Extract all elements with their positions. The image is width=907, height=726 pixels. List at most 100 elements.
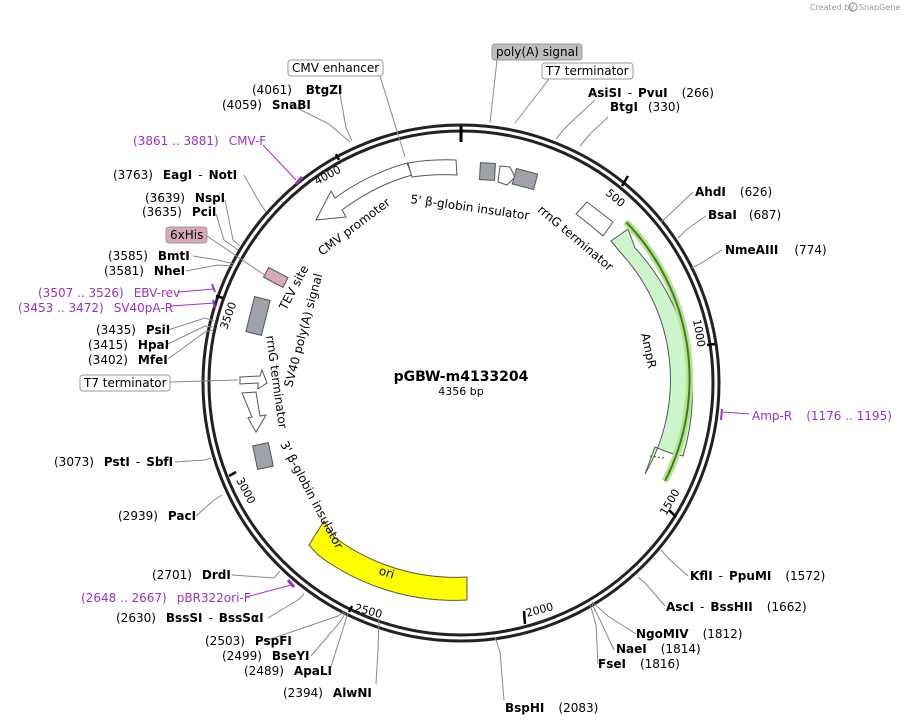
tick-4000 <box>334 153 341 161</box>
rrng-terminator-1-arrow[interactable] <box>575 201 614 237</box>
enzyme-labels: (4061) BtgZI (4059)SnaBI (3763)EagI-NotI… <box>54 83 827 715</box>
enzyme-btgzi[interactable]: (4061) BtgZI <box>252 83 342 97</box>
primer-pbr322ori-f-leader <box>245 584 292 598</box>
leader-mfei <box>167 329 214 360</box>
leader-ahdi <box>660 191 694 223</box>
t7-terminator-left-label-box[interactable] <box>79 374 171 392</box>
enzyme-apali[interactable]: (2489)ApaLI <box>244 664 332 678</box>
primer-pbr322ori-f[interactable]: (2648 .. 2667)pBR322ori-F <box>81 591 251 605</box>
snapgene-logo-icon <box>848 2 858 12</box>
boxed-labels: poly(A) signal T7 terminator CMV enhance… <box>79 43 634 392</box>
leader-btgi <box>579 116 609 147</box>
beta-globin-3-box[interactable] <box>252 442 274 470</box>
enzyme-nmeaiii[interactable]: NmeAIII(774) <box>725 243 827 257</box>
primer-cmv-f-leader <box>262 144 297 181</box>
plasmid-length: 4356 bp <box>438 385 483 398</box>
primer-amp-r-mark <box>720 408 723 421</box>
primer-ebv-rev-leader <box>178 288 215 293</box>
leader-asisi <box>555 99 596 140</box>
ori-arrow[interactable] <box>308 520 468 601</box>
leader-bsssi <box>267 593 305 619</box>
sv40-polya-box[interactable] <box>245 295 271 337</box>
tick-label-4000: 4000 <box>312 163 343 188</box>
enzyme-naei[interactable]: NaeI(1814) <box>616 642 701 656</box>
cmv-enhancer-label-box[interactable] <box>287 59 384 77</box>
cmv-enhancer-label: CMV enhancer <box>292 61 379 75</box>
enzyme-ngomiv[interactable]: NgoMIV(1812) <box>636 627 742 641</box>
enzyme-ahdi[interactable]: AhdI(626) <box>695 185 772 199</box>
enzyme-bseyi[interactable]: (2499)BseYI <box>222 649 310 663</box>
cmv-enhancer-leader <box>379 75 406 158</box>
primer-ebv-rev-mark <box>211 283 216 293</box>
enzyme-bsssi[interactable]: (2630)BssSI-BssSαI <box>116 611 264 625</box>
leader-bsai <box>677 215 707 239</box>
cmv-promoter-arrow[interactable] <box>315 162 413 221</box>
beta-globin-3-label: 3' β-globin insulator <box>277 439 346 551</box>
enzyme-asisi-pvui[interactable]: AsiSI-PvuI(266) <box>588 86 714 100</box>
enzyme-snabi[interactable]: (4059)SnaBI <box>222 98 311 112</box>
enzyme-bsphi[interactable]: BspHI(2083) <box>505 701 598 715</box>
rrng-terminator-1-label: rrnG terminator <box>535 203 616 274</box>
primer-ebv-rev[interactable]: (3507 .. 3526)EBV-rev <box>38 286 180 300</box>
enzyme-psti-sbfi[interactable]: (3073)PstI-SbfI <box>54 455 173 469</box>
polya-signal-label-box[interactable] <box>491 43 583 61</box>
leader-paci <box>195 494 223 517</box>
backbone <box>201 123 721 643</box>
leader-fsei <box>589 603 599 665</box>
leader-apali <box>329 612 349 671</box>
enzyme-paci[interactable]: (2939)PacI <box>118 509 196 523</box>
tick-1500 <box>668 509 677 518</box>
enzyme-hpai[interactable]: (3415)HpaI <box>88 338 169 352</box>
leader-snabi <box>288 103 351 143</box>
enzyme-mfei[interactable]: (3402)MfeI <box>88 353 168 367</box>
enzyme-leaders <box>167 93 723 701</box>
tev-site-box[interactable] <box>262 266 289 289</box>
6xhis-label: 6xHis <box>170 228 203 242</box>
leader-alwni <box>375 619 380 685</box>
enzyme-bsai[interactable]: BsaI(687) <box>708 208 781 222</box>
tick-500 <box>620 175 630 187</box>
enzyme-bmti[interactable]: (3585)BmtI <box>108 249 190 263</box>
primer-sv40pa-r[interactable]: (3453 .. 3472)SV40pA-R <box>18 301 173 315</box>
primer-amp-r[interactable]: Amp-R(1176 .. 1195) <box>752 409 892 423</box>
tick-2500 <box>347 605 354 613</box>
polya-signal-box[interactable] <box>479 162 496 181</box>
tick-3500 <box>215 294 224 300</box>
leader-hpai <box>167 325 214 345</box>
tick-1000 <box>706 342 716 347</box>
primers: (3861 .. 3881)CMV-F (3507 .. 3526)EBV-re… <box>18 134 892 605</box>
enzyme-psii[interactable]: (3435)PsiI <box>96 323 170 337</box>
primer-amp-r-leader <box>722 411 750 415</box>
t7-terminator-top-label: T7 terminator <box>545 64 629 78</box>
enzyme-fsei[interactable]: FseI(1816) <box>598 657 680 671</box>
enzyme-nhei[interactable]: (3581)NheI <box>104 264 185 278</box>
watermark-prefix: Created by <box>810 3 854 12</box>
6xhis-leader <box>206 235 267 277</box>
tick-3000 <box>228 470 237 478</box>
primer-cmv-f[interactable]: (3861 .. 3881)CMV-F <box>133 134 266 148</box>
rrng-terminator-2-arrow[interactable] <box>239 368 268 390</box>
t7-terminator-top-box[interactable] <box>511 167 539 191</box>
beta-globin-3-arrow[interactable] <box>241 391 267 433</box>
enzyme-eagi-noti[interactable]: (3763)EagI-NotI <box>113 168 237 182</box>
ampr-label: AmpR <box>638 332 659 370</box>
enzyme-btgi[interactable]: BtgI(330) <box>610 100 680 114</box>
primer-pbr322ori-f-mark <box>286 579 296 588</box>
leader-eagi <box>243 174 267 213</box>
primer-sv40pa-r-leader <box>170 302 216 307</box>
polya-signal-leader <box>489 59 498 124</box>
leader-drdi <box>231 570 281 579</box>
ampr-arrow[interactable] <box>610 228 693 475</box>
enzyme-drdi[interactable]: (2701)DrdI <box>152 568 231 582</box>
enzyme-asci-bsshii[interactable]: AscI-BssHII(1662) <box>666 600 807 614</box>
t7-terminator-top-arrow[interactable] <box>497 165 516 186</box>
enzyme-nspi[interactable]: (3639)NspI <box>145 191 225 205</box>
enzyme-kfli-ppumi[interactable]: KflI-PpuMI(1572) <box>690 569 825 583</box>
backbone-outer-ring <box>201 123 721 643</box>
6xhis-label-box[interactable] <box>165 226 208 244</box>
enzyme-alwni[interactable]: (2394)AlwNI <box>283 686 372 700</box>
beta-globin-5-arrow[interactable] <box>407 159 458 178</box>
enzyme-pcii[interactable]: (3635)PciI <box>142 205 216 219</box>
enzyme-pspfi[interactable]: (2503)PspFI <box>205 634 292 648</box>
t7-terminator-top-label-box[interactable] <box>541 62 634 80</box>
